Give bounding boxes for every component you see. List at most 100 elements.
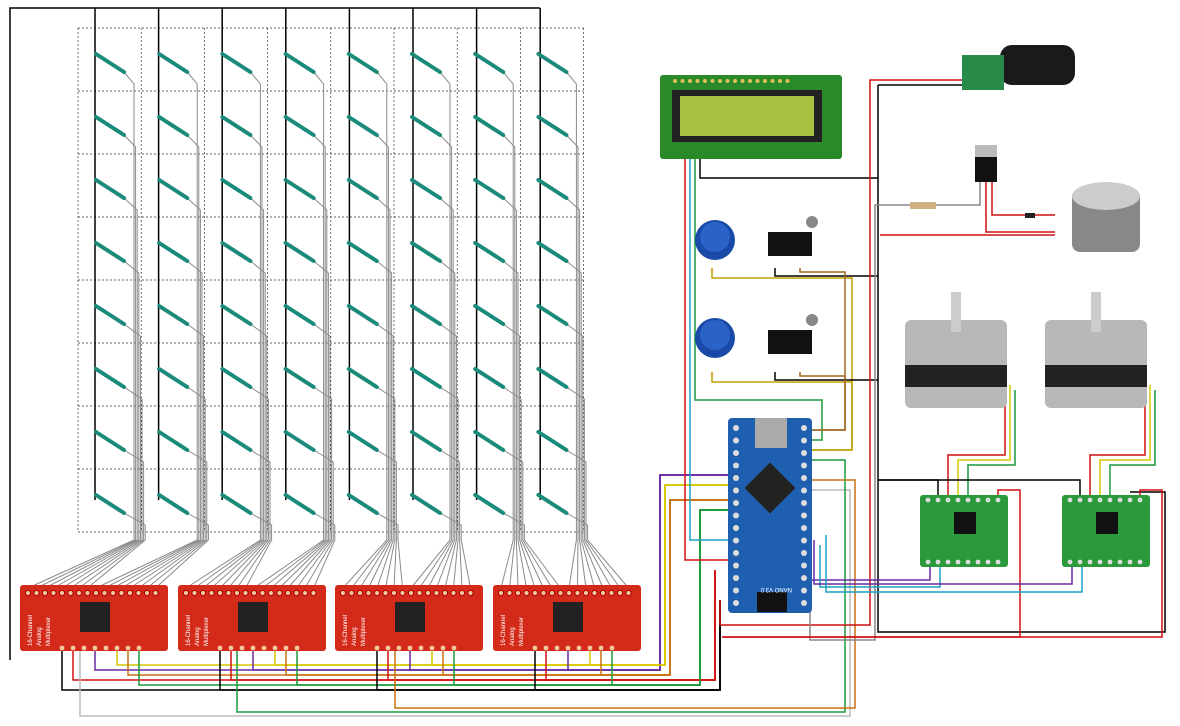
wire-vcc bbox=[545, 570, 716, 681]
nano-pin bbox=[733, 587, 739, 594]
lcd-pin bbox=[770, 79, 775, 83]
driver-pin bbox=[935, 497, 941, 503]
stepper-shaft bbox=[951, 292, 961, 332]
driver-pin bbox=[1087, 497, 1093, 503]
wire-gnd-rail bbox=[877, 85, 1166, 633]
wire-signal bbox=[79, 489, 851, 717]
reed-switch-icon bbox=[157, 493, 190, 515]
driver-pin bbox=[995, 497, 1001, 503]
reed-switch-icon bbox=[410, 241, 442, 263]
wire-reed bbox=[359, 197, 391, 589]
reed-switch-icon bbox=[220, 178, 253, 200]
mux-pin bbox=[433, 589, 440, 597]
driver-pin bbox=[1127, 559, 1133, 565]
mux-chip bbox=[80, 602, 110, 632]
mux-pin bbox=[531, 589, 539, 597]
reed-switch-icon bbox=[473, 493, 506, 515]
mux-label: Multiplexer bbox=[204, 617, 210, 646]
mux-pin bbox=[114, 645, 120, 651]
mux-pin bbox=[301, 589, 309, 597]
lcd-pin bbox=[710, 79, 715, 83]
wire-reed bbox=[287, 323, 331, 589]
wire-reed bbox=[61, 323, 141, 589]
wire-step bbox=[813, 540, 1073, 585]
mux-pin bbox=[407, 589, 415, 597]
reed-switch-icon bbox=[220, 115, 253, 137]
wire-switch bbox=[799, 372, 846, 431]
reed-switch-icon bbox=[473, 367, 506, 389]
driver-pin bbox=[975, 497, 981, 503]
mux-pin bbox=[385, 645, 391, 651]
driver-pin bbox=[985, 559, 991, 565]
wire-reed bbox=[129, 323, 205, 589]
lcd-pin bbox=[718, 79, 722, 83]
wire-reed bbox=[236, 449, 271, 589]
nano-pin bbox=[733, 600, 739, 606]
reed-switch-icon bbox=[473, 115, 506, 137]
mux-pin bbox=[591, 589, 598, 597]
mux-pin bbox=[239, 645, 245, 651]
reed-switch-icon bbox=[94, 241, 126, 263]
mux-pin bbox=[136, 645, 142, 651]
lcd-pin bbox=[748, 79, 752, 83]
mux-pin bbox=[543, 645, 549, 651]
reed-switch-icon bbox=[94, 430, 126, 452]
mux-pin bbox=[208, 589, 215, 597]
wire-reed bbox=[202, 197, 265, 589]
mux-pin bbox=[92, 589, 100, 597]
mux-pin bbox=[609, 645, 615, 651]
wire-gate bbox=[809, 182, 981, 641]
wire-reed bbox=[313, 512, 336, 589]
wire-reed bbox=[78, 449, 145, 589]
nano-pin bbox=[801, 600, 807, 606]
microswitch-icon bbox=[768, 232, 812, 256]
driver-pin bbox=[1097, 559, 1103, 565]
wire-reed bbox=[439, 449, 463, 589]
reed-switch-icon bbox=[346, 304, 379, 326]
transistor-tab bbox=[975, 145, 997, 157]
wire-reed bbox=[566, 197, 587, 589]
mux-pin bbox=[514, 589, 522, 597]
reed-switch-icon bbox=[536, 115, 569, 137]
wire-reed bbox=[502, 512, 561, 589]
reed-switch-icon bbox=[536, 304, 569, 326]
driver-pin bbox=[1137, 497, 1143, 503]
driver-pin bbox=[1097, 497, 1103, 503]
reed-switch-icon bbox=[283, 430, 316, 452]
reed-switch-icon bbox=[536, 178, 569, 200]
wire-dir bbox=[819, 545, 941, 588]
mux-pin bbox=[259, 589, 266, 597]
wire-reed bbox=[502, 386, 544, 589]
mux-pin bbox=[67, 589, 74, 597]
driver-pin bbox=[925, 559, 931, 565]
reed-switch-icon bbox=[410, 493, 442, 515]
mux-pin bbox=[261, 645, 267, 651]
reed-switch-icon bbox=[157, 52, 190, 74]
wire-lcd bbox=[694, 159, 823, 441]
mux-pin bbox=[250, 645, 256, 651]
nano-pin bbox=[801, 450, 807, 456]
mux-pin bbox=[310, 589, 317, 597]
mux-pin bbox=[50, 589, 57, 597]
reed-switch-icon bbox=[536, 52, 569, 74]
lcd-pin bbox=[673, 79, 677, 83]
mux-pin bbox=[228, 645, 234, 651]
wire-reed bbox=[410, 71, 451, 589]
nano-pin bbox=[733, 512, 739, 519]
nano-label: NANO V3.0 bbox=[760, 586, 792, 592]
mux-pin bbox=[339, 589, 347, 597]
driver-pin bbox=[1137, 559, 1143, 565]
mux-pin bbox=[451, 645, 457, 651]
mux-pin bbox=[356, 589, 364, 597]
wire-reed bbox=[121, 260, 203, 589]
mux-pin bbox=[373, 589, 381, 597]
wire-vin-rail bbox=[719, 85, 871, 626]
reed-switch-icon bbox=[220, 493, 253, 515]
mux-pin bbox=[75, 589, 83, 597]
microcontroller-chip bbox=[744, 462, 796, 514]
lcd-pin bbox=[733, 79, 737, 83]
wire-reed bbox=[566, 71, 577, 589]
mux-pin bbox=[191, 589, 198, 597]
wire-reed bbox=[87, 512, 146, 589]
